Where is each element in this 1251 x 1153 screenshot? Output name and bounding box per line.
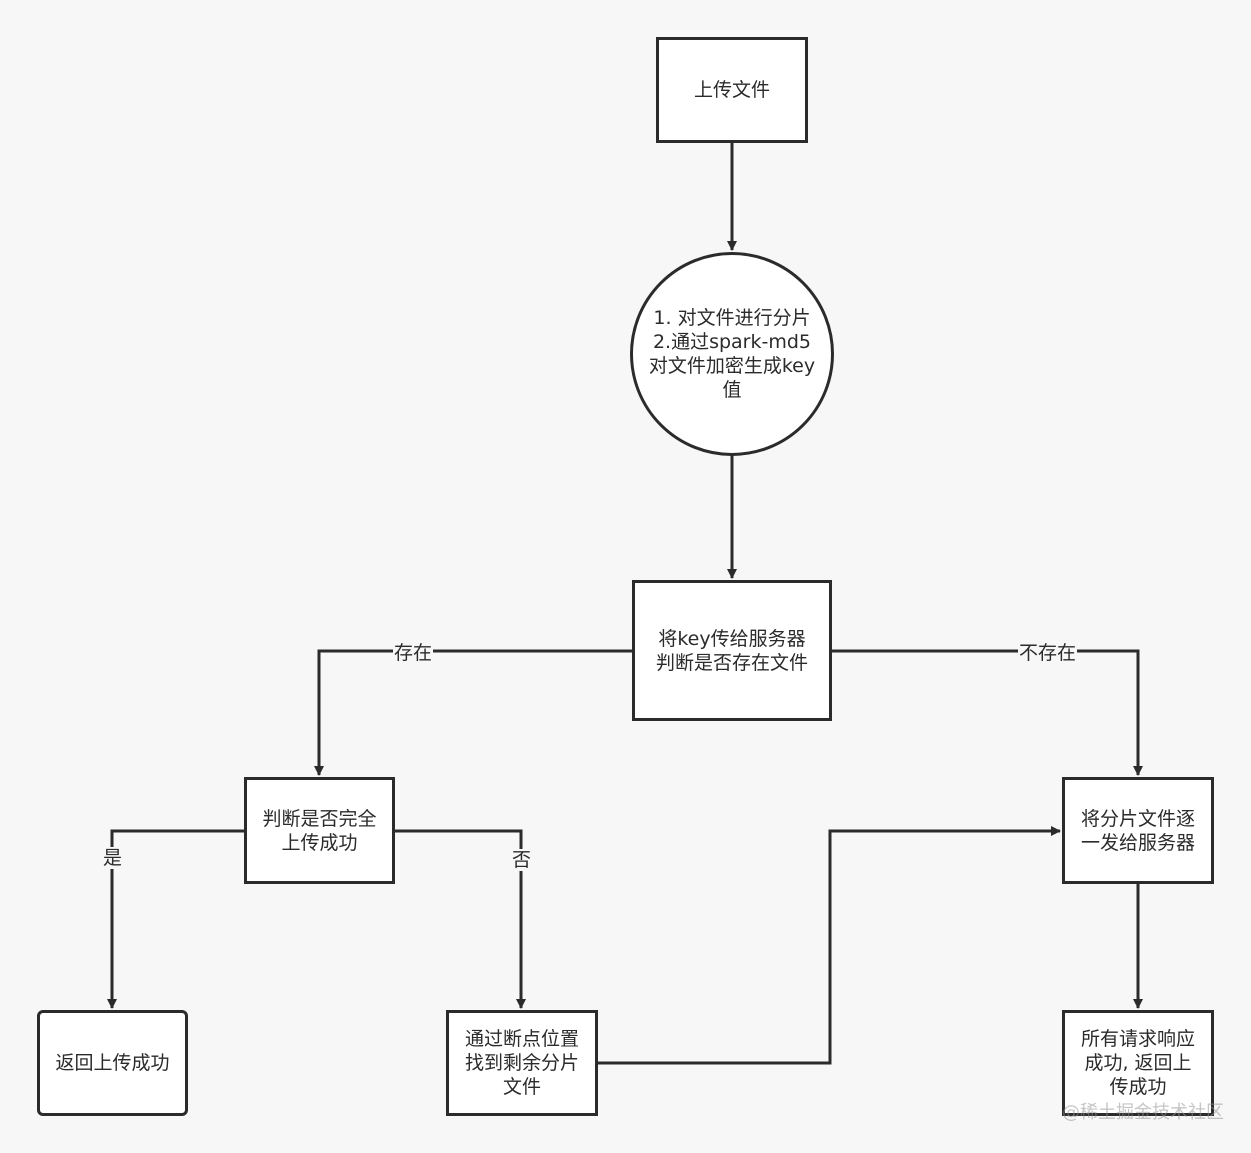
node-send-chunks: 将分片文件逐 一发给服务器 [1062, 777, 1214, 884]
edge-label-exists: 存在 [393, 642, 434, 664]
node-check-exists: 将key传给服务器 判断是否存在文件 [632, 580, 832, 721]
watermark: @稀土掘金技术社区 [1062, 1102, 1224, 1123]
edge-label-yes: 是 [102, 847, 124, 869]
node-find-remaining: 通过断点位置 找到剩余分片 文件 [446, 1010, 598, 1116]
node-all-success: 所有请求响应 成功, 返回上 传成功 [1062, 1010, 1214, 1116]
edge-exists-to-check-complete [314, 649, 633, 776]
edge-label-no: 否 [511, 849, 533, 871]
node-check-complete: 判断是否完全 上传成功 [244, 777, 395, 884]
edge-no-to-find-remaining [394, 829, 526, 1009]
edge-yes-to-return-success [107, 829, 245, 1009]
node-return-success: 返回上传成功 [37, 1010, 188, 1116]
edge-not-exists-to-send-chunks [831, 649, 1143, 776]
node-split-and-hash: 1. 对文件进行分片 2.通过spark-md5 对文件加密生成key 值 [630, 252, 834, 456]
node-upload-file: 上传文件 [656, 37, 808, 143]
edge-find-remaining-to-send-chunks [597, 826, 1061, 1065]
edge-label-not-exists: 不存在 [1018, 642, 1078, 664]
